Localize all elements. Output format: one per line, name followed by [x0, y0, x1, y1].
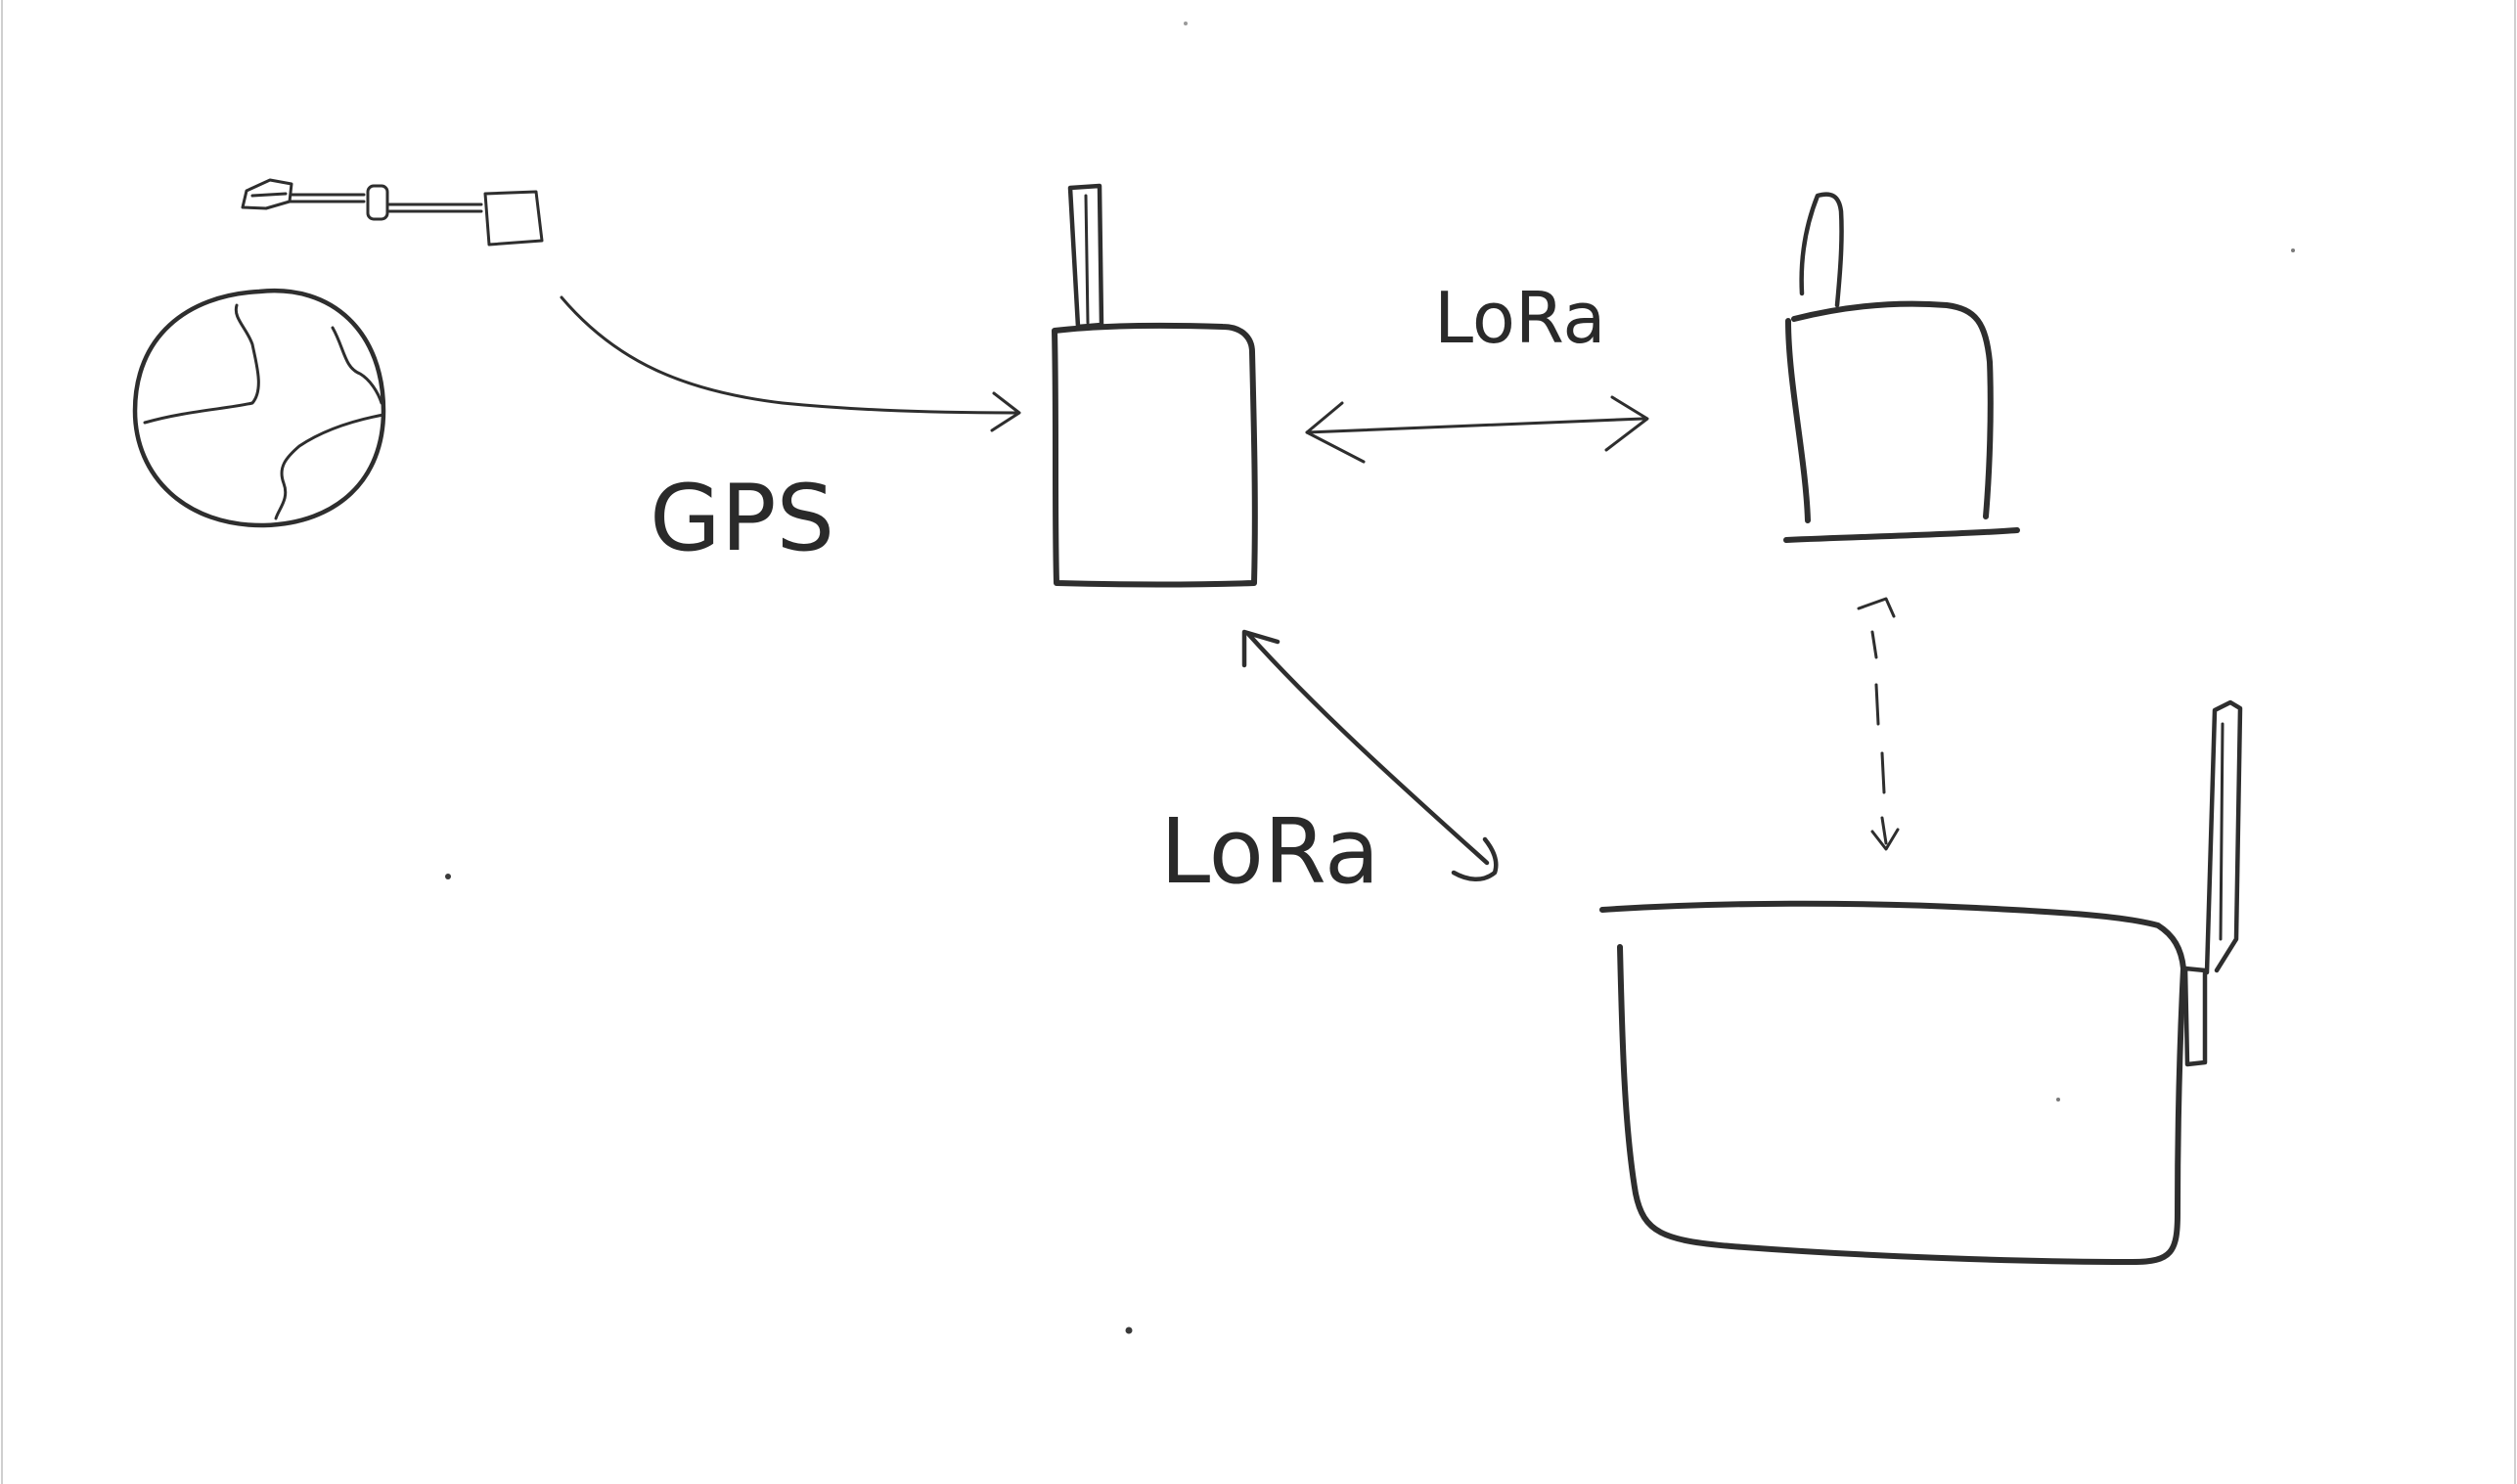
lora-bottom-label: LoRa — [1160, 799, 1379, 904]
lora-top-label: LoRa — [1434, 277, 1605, 359]
lora-node-icon — [1783, 192, 2020, 543]
lora-link-top — [1305, 395, 1649, 464]
gps-label: GPS — [650, 466, 834, 572]
earth-icon — [132, 288, 386, 528]
pencil-specks — [445, 22, 2295, 1334]
node-gateway-dashed-link — [1857, 597, 1900, 851]
gateway-icon — [1599, 699, 2243, 1265]
gps-arrow — [560, 295, 1021, 432]
lora-link-bottom — [1241, 629, 1499, 881]
tracker-device-icon — [1052, 183, 1258, 588]
satellite-icon — [241, 178, 544, 247]
